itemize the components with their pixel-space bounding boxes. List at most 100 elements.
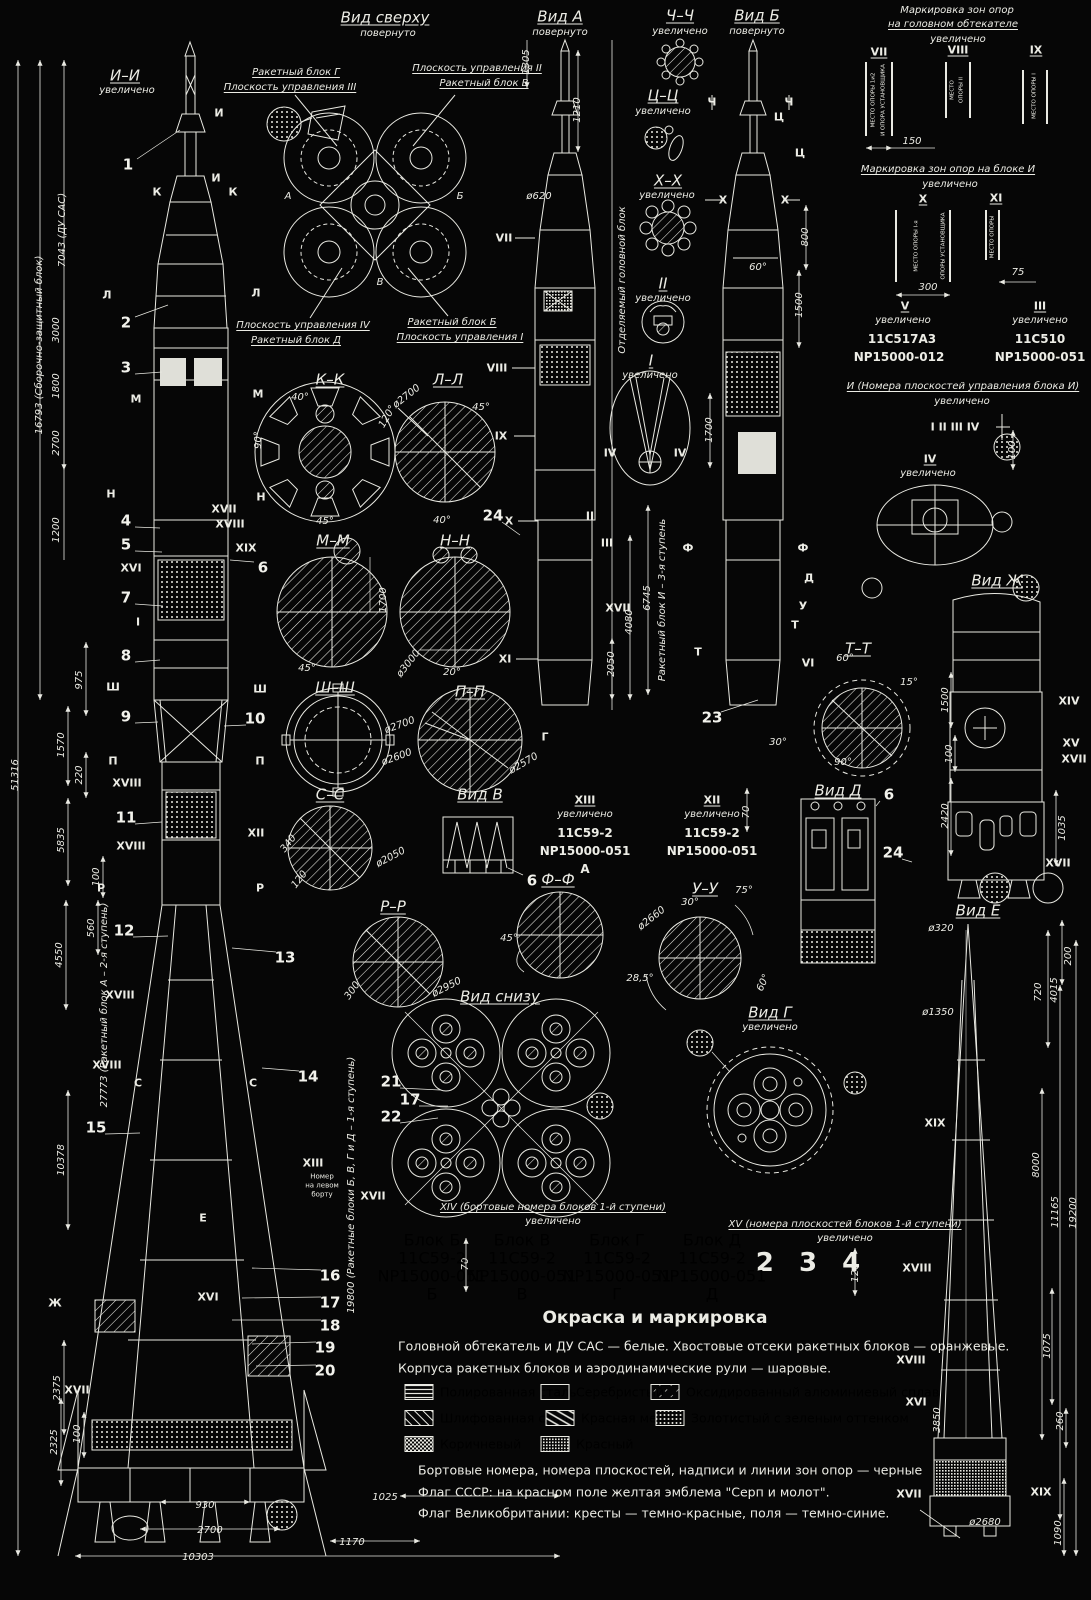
legend-swatch-plain: [540, 1384, 570, 1400]
block-table-code: 11C59-2: [583, 1248, 651, 1268]
diagram-label: I: [135, 615, 141, 629]
callout-number: 21: [380, 1072, 402, 1091]
diagram-label: 19200: [1068, 1197, 1079, 1229]
diagram-label: Ч: [707, 95, 717, 109]
diagram-label: С–С: [315, 785, 345, 804]
diagram-label: увеличено: [639, 190, 695, 201]
diagram-label: X: [504, 514, 514, 528]
diagram-label: 3000: [51, 317, 62, 343]
diagram-label: увеличено: [934, 396, 990, 407]
view-g-circle: [686, 1029, 867, 1174]
diagram-label: XIX: [924, 1116, 946, 1130]
diagram-label: VII: [870, 45, 888, 59]
callout-number: 7: [120, 588, 132, 607]
callout-number: 6: [257, 558, 269, 577]
diagram-label: 200: [1063, 946, 1074, 966]
diagram-label: Н: [106, 487, 116, 501]
diagram-label: I II III IV: [930, 420, 980, 434]
bottom-view-engines: [391, 998, 614, 1218]
diagram-label: 2420: [940, 803, 951, 829]
diagram-label: Д: [804, 571, 814, 585]
diagram-label: IV: [673, 446, 687, 460]
diagram-label: XV: [1062, 736, 1080, 750]
diagram-label: XII: [247, 826, 265, 840]
diagram-label: 300: [918, 282, 938, 293]
diagram-label: XVIII: [112, 776, 142, 790]
callout-number: 8: [120, 646, 132, 665]
diagram-label: X: [780, 193, 790, 207]
section-l-l: [394, 401, 496, 503]
diagram-label: Х–Х: [653, 171, 683, 190]
diagram-label: 60°: [836, 653, 854, 664]
callout-number: 10: [244, 709, 266, 728]
block-table-name: Блок Б: [403, 1230, 461, 1250]
diagram-label: 1305: [521, 49, 532, 75]
paint-note-2: Корпуса ракетных блоков и аэродинамическ…: [398, 1360, 832, 1376]
diagram-label: 28,5°: [626, 973, 654, 984]
diagram-label: Маркировка зон опор: [900, 5, 1014, 16]
section-m-m: [276, 537, 388, 668]
section-r-r: [352, 916, 444, 1008]
support-zone-bars: [865, 62, 1048, 282]
diagram-label: XVI: [905, 1395, 927, 1409]
detail-ts-ts: [644, 125, 684, 161]
callout-leader-lines: [104, 129, 913, 1367]
legend-label: Золотистый с зеленым оттенком: [691, 1410, 909, 1426]
diagram-label: 1700: [378, 587, 389, 613]
diagram-label: Ж: [48, 1296, 62, 1310]
diagram-label: Отделяемый головной блок: [617, 206, 628, 354]
diagram-label: увеличено: [1012, 315, 1068, 326]
diagram-label: Л–Л: [432, 370, 464, 389]
diagram-label: Н: [256, 490, 266, 504]
callout-number: 16: [319, 1266, 341, 1285]
diagram-label: Ф: [682, 541, 694, 555]
diagram-label: Р–Р: [380, 897, 406, 916]
diagram-label: увеличено: [635, 293, 691, 304]
diagram-label: Ц: [773, 110, 785, 124]
diagram-label: МЕСТО: [949, 80, 956, 100]
view-title-a: Вид А: [537, 7, 583, 26]
callout-number: 11: [115, 808, 137, 827]
diagram-label: Ракетный блок В: [439, 78, 529, 89]
diagram-label: 15°: [900, 677, 918, 688]
diagram-label: 1210: [572, 97, 583, 123]
diagram-label: 8000: [1031, 1152, 1042, 1178]
diagram-label: NP15000-051: [666, 844, 758, 858]
diagram-label: XI: [989, 191, 1003, 205]
diagram-label: 220: [74, 765, 85, 785]
diagram-label: увеличено: [557, 809, 613, 820]
diagram-label: Ф: [797, 541, 809, 555]
diagram-label: Н–Н: [439, 531, 471, 550]
section-k-k: [254, 381, 396, 523]
diagram-label: 3850: [932, 1407, 943, 1433]
diagram-label: П: [255, 754, 265, 768]
diagram-label: IV: [603, 446, 617, 460]
legend-swatch-pgr: [540, 1436, 570, 1452]
callout-number: 13: [274, 948, 296, 967]
block-table-num: NP15000-051: [377, 1266, 487, 1286]
callout-number: 23: [701, 708, 723, 727]
diagram-label: V: [900, 299, 910, 313]
view-title-zh: Вид Ж: [971, 571, 1023, 590]
section-sh-sh: [281, 683, 395, 797]
block-table-letter: Г: [612, 1284, 622, 1304]
diagram-label: XIX: [1030, 1485, 1052, 1499]
diagram-label: XVIII: [116, 839, 146, 853]
diagram-label: 2700: [51, 430, 62, 456]
diagram-label: М–М: [316, 531, 350, 550]
diagram-label: II: [585, 509, 595, 523]
callout-number: 24: [882, 843, 904, 862]
diagram-label: IX: [1029, 43, 1043, 57]
legend-item: Коричневый: [404, 1436, 521, 1453]
diagram-label: Ц–Ц: [647, 86, 679, 105]
diagram-label: XVII: [1045, 856, 1071, 870]
diagram-label: С: [248, 1076, 258, 1090]
diagram-label: X: [918, 192, 928, 206]
diagram-label: NP15000-051: [994, 350, 1086, 364]
diagram-label: 100: [1007, 440, 1018, 460]
diagram-label: XVIII: [215, 517, 245, 531]
callout-number: 9: [120, 707, 132, 726]
legend-label: Шлифованная сталь: [440, 1410, 576, 1426]
diagram-label: 11C59-2: [557, 826, 613, 840]
diagram-label: XII: [703, 793, 721, 807]
